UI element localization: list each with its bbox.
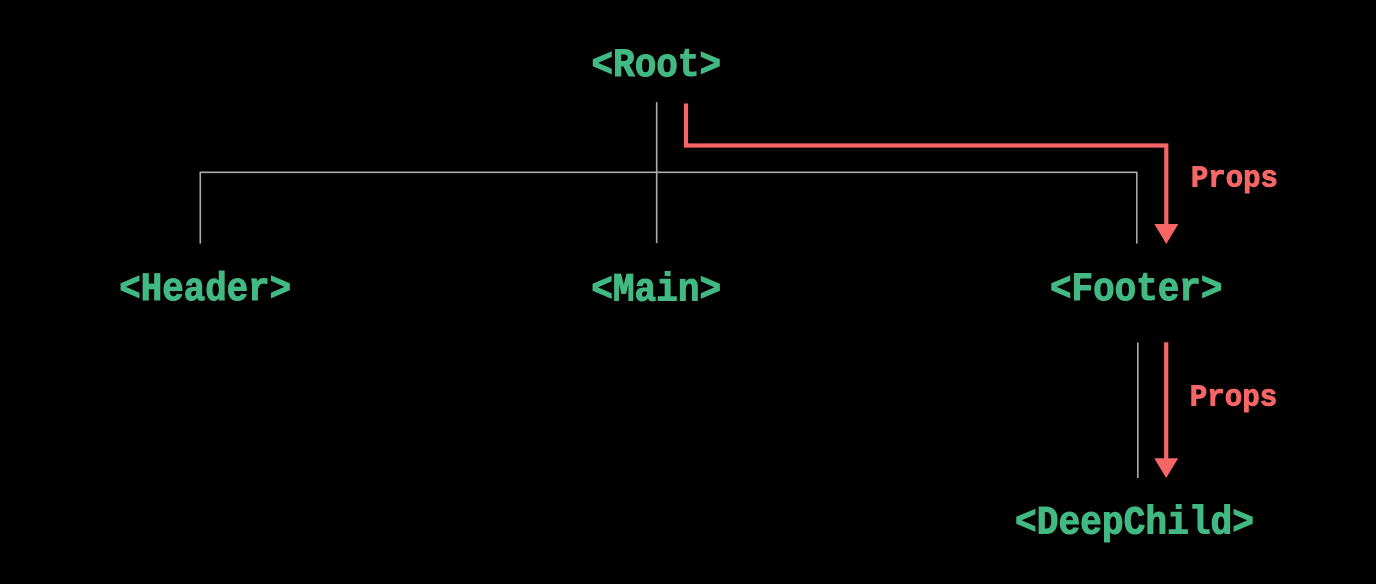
svg-text:<Root>: <Root> <box>592 44 722 89</box>
svg-text:Props: Props <box>1190 381 1278 416</box>
svg-text:<Main>: <Main> <box>591 268 721 313</box>
svg-text:<Header>: <Header> <box>119 268 291 313</box>
svg-text:Props: Props <box>1191 161 1278 196</box>
svg-text:<Footer>: <Footer> <box>1050 268 1222 313</box>
svg-text:<DeepChild>: <DeepChild> <box>1015 502 1254 547</box>
